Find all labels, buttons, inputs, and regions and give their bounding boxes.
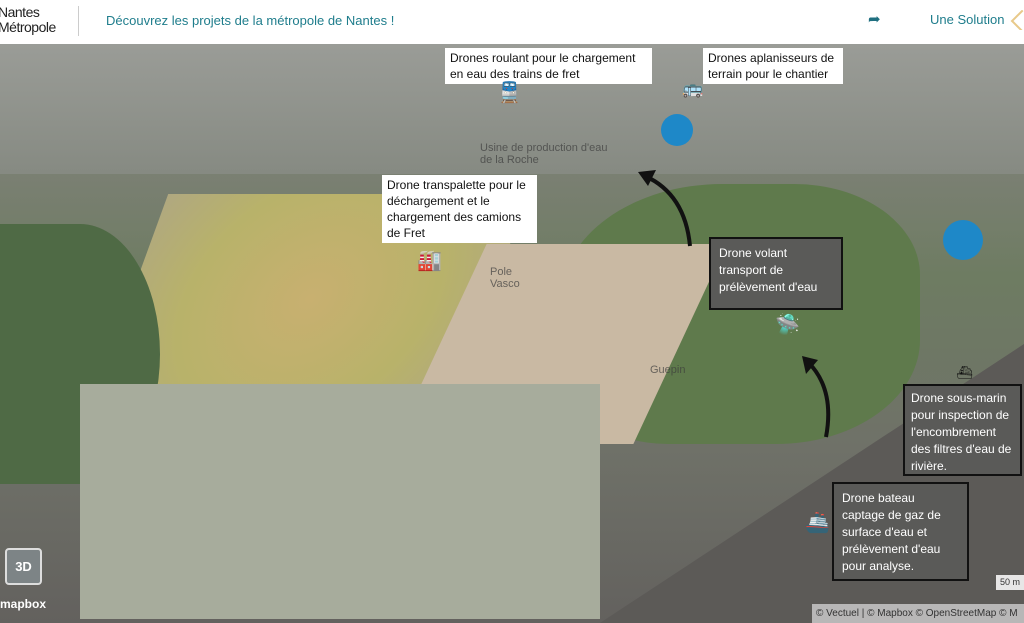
train-icon[interactable]: 🚆	[497, 82, 522, 104]
callout-flying-drone: Drone volant transport de prélèvement d'…	[709, 237, 843, 310]
arrow-curve	[644, 174, 692, 247]
boat-icon[interactable]: 🚢	[805, 512, 830, 534]
buildings	[80, 384, 600, 619]
mapbox-logo[interactable]: mapbox	[0, 597, 47, 611]
arrow-curve	[806, 360, 831, 438]
3d-toggle-button[interactable]: 3D	[5, 548, 42, 585]
submarine-icon[interactable]: ⛴	[956, 365, 973, 380]
scale-bar: 50 m	[996, 575, 1024, 590]
arrow-head	[802, 356, 818, 374]
chevron-left-icon[interactable]	[1010, 10, 1024, 30]
bus-icon[interactable]: 🚌	[682, 79, 704, 98]
drone-icon[interactable]: 🛸	[775, 314, 800, 336]
arrow-head	[638, 170, 656, 186]
map-label: Usine de production d'eau de la Roche	[480, 142, 608, 166]
solution-link[interactable]: Une Solution	[930, 12, 1005, 27]
map-label: Guepin	[650, 364, 686, 376]
location-marker[interactable]	[661, 114, 693, 146]
factory-icon[interactable]: 🏭	[417, 250, 442, 272]
callout-submarine-drone: Drone sous-marin pour inspection de l'en…	[903, 384, 1022, 476]
share-arrow-icon[interactable]: ➦	[868, 11, 881, 28]
location-marker[interactable]	[943, 220, 983, 260]
arrows-layer	[638, 170, 831, 438]
callout-boat-drone: Drone bateau captage de gaz de surface d…	[832, 482, 969, 581]
callout-pallet-drone: Drone transpalette pour le déchargement …	[382, 175, 537, 243]
divider	[78, 6, 79, 36]
attribution[interactable]: © Vectuel | © Mapbox © OpenStreetMap © M	[812, 604, 1024, 623]
map-view[interactable]: Usine de production d'eau de la Roche Po…	[0, 44, 1024, 623]
callout-leveling-drone: Drones aplanisseurs de terrain pour le c…	[703, 48, 843, 84]
page-title: Découvrez les projets de la métropole de…	[106, 13, 395, 28]
callout-train-drone: Drones roulant pour le chargement en eau…	[445, 48, 652, 84]
map-label: Pole Vasco	[490, 266, 520, 290]
